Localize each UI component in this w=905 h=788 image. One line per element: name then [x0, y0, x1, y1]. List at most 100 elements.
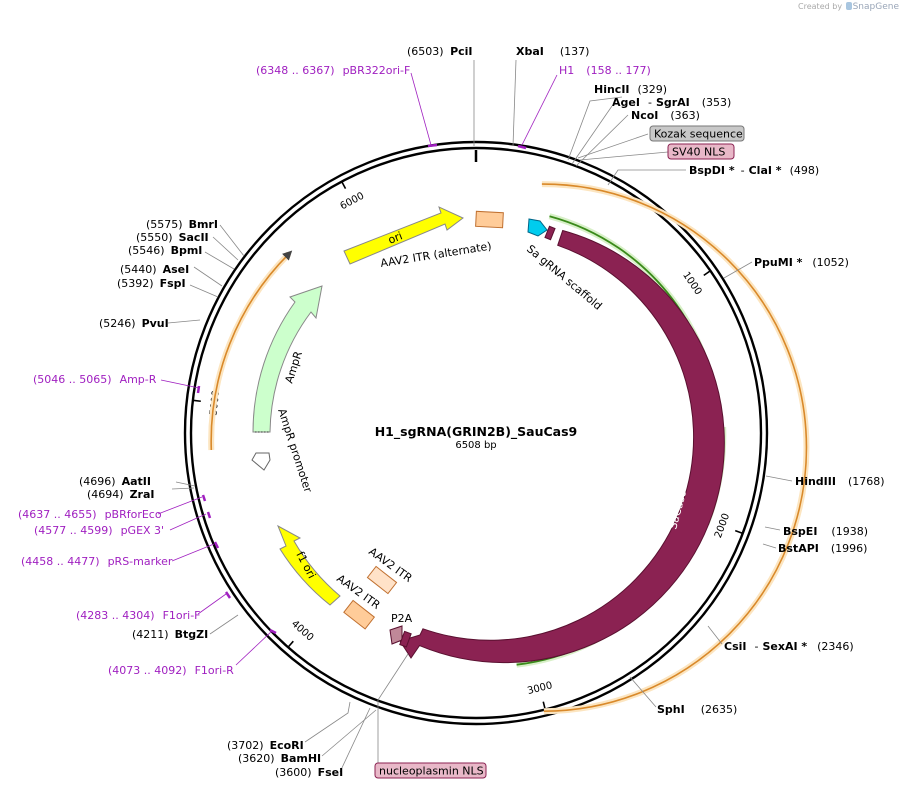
tick-mark	[287, 640, 294, 648]
tick-label: 2000	[713, 512, 732, 540]
enzyme-pos: (353)	[702, 96, 732, 109]
enzyme-pos: (1768)	[848, 475, 885, 488]
svg-text:SphI(2635): SphI (2635)	[657, 703, 737, 716]
tick-label: 3000	[526, 680, 553, 697]
enzyme-name: ZraI	[130, 488, 155, 501]
svg-text:(4211)BtgZI: (4211) BtgZI	[132, 628, 208, 641]
svg-text:BstAPI(1996): BstAPI(1996)	[778, 542, 867, 555]
primer-range: (4637 .. 4655)	[18, 508, 97, 521]
orange-track-left-line	[210, 250, 293, 451]
plasmid-backbone	[183, 140, 769, 726]
primer-range: (4577 .. 4599)	[34, 524, 113, 537]
enzyme-pos: (4211)	[132, 628, 169, 641]
primer-range: (4283 .. 4304)	[76, 609, 155, 622]
enzyme-pos: (2635)	[701, 703, 738, 716]
snapgene-credit: Created by SnapGene	[798, 2, 899, 12]
enzyme-pos: (498)	[790, 164, 820, 177]
enzyme-pos: (1938)	[831, 525, 868, 538]
plasmid-length: 6508 bp	[455, 440, 496, 451]
enzyme-pos: (1052)	[812, 256, 849, 269]
enzyme-pos: (4694)	[87, 488, 124, 501]
nucleoplasmin-mark	[399, 630, 412, 648]
enzyme-name: FseI	[318, 766, 344, 779]
primer-range: (6348 .. 6367)	[256, 64, 335, 77]
tick-mark	[341, 181, 347, 190]
svg-text:HincII(329): HincII(329)	[594, 83, 667, 96]
svg-text:NcoI(363): NcoI(363)	[631, 109, 700, 122]
svg-text:(4458 .. 4477)pRS-marker: (4458 .. 4477)pRS-marker	[21, 555, 173, 568]
kozak-sequence-label: Kozak sequence	[654, 128, 743, 141]
enzyme-name: BamHI	[281, 752, 322, 765]
primer-name: pBR322ori-F	[343, 64, 411, 77]
enzyme-name: BtgZI	[175, 628, 209, 641]
ori-label: ori	[386, 229, 404, 246]
enzyme-pos: (329)	[638, 83, 668, 96]
tick-label: 1000	[680, 270, 704, 297]
tick-mark	[192, 399, 201, 403]
enzyme-name: PpuMI *	[754, 256, 803, 269]
enzyme-pos: (5440)	[120, 263, 157, 276]
primer-name: Amp-R	[120, 373, 157, 386]
tick-label: 4000	[289, 619, 315, 644]
svg-text:(4694)ZraI: (4694) ZraI	[87, 488, 155, 501]
enzyme-pos: (5575)	[146, 218, 183, 231]
f1-ori-feature	[277, 524, 341, 606]
enzyme-name: BpmI	[171, 244, 203, 257]
enzyme-name: FspI	[160, 277, 186, 290]
sv40-nls-label: SV40 NLS	[672, 146, 725, 159]
svg-text:(5392)FspI: (5392)FspI	[117, 277, 186, 290]
enzyme-sep: -	[754, 640, 758, 653]
credit-prefix: Created by	[798, 2, 843, 11]
enzyme-name: NcoI	[631, 109, 658, 122]
enzyme-name: AatII	[122, 475, 151, 488]
tick-label: 6000	[339, 191, 367, 213]
tick-mark	[703, 270, 711, 277]
primer-labels: (6348 .. 6367)pBR322ori-F H1(158 .. 177)…	[18, 64, 651, 677]
svg-text:(5550)SacII: (5550) SacII	[136, 231, 209, 244]
svg-text:(5440)AseI: (5440) AseI	[120, 263, 189, 276]
primer-range: (158 .. 177)	[586, 64, 651, 77]
enzyme-pos: (5550)	[136, 231, 173, 244]
enzyme-name: SphI	[657, 703, 685, 716]
svg-text:BspEI(1938): BspEI(1938)	[783, 525, 868, 538]
plasmid-title: H1_sgRNA(GRIN2B)_SauCas9	[375, 424, 578, 440]
orange-track-right-line	[541, 183, 808, 712]
svg-text:(5546)BpmI: (5546)BpmI	[128, 244, 202, 257]
enzyme-name: CsiI	[724, 640, 746, 653]
enzyme-name: BmrI	[189, 218, 218, 231]
svg-text:(5246)PvuI: (5246)PvuI	[99, 317, 169, 330]
svg-text:(4696)AatII: (4696)AatII	[79, 475, 151, 488]
primer-name: pGEX 3'	[121, 524, 165, 537]
svg-text:(3600)FseI: (3600) FseI	[275, 766, 343, 779]
svg-text:(5046 .. 5065)Amp-R: (5046 .. 5065)Amp-R	[33, 373, 157, 386]
aav2-itr-feature-2	[366, 565, 398, 595]
tick-mark	[542, 701, 546, 710]
enzyme-pos: (3600)	[275, 766, 312, 779]
enzyme-sep: -	[648, 96, 652, 109]
svg-text:XbaI(137): XbaI(137)	[516, 45, 589, 58]
boxed-feature-labels: Kozak sequence SV40 NLS nucleoplasmin NL…	[374, 125, 745, 779]
svg-text:BspDI *-ClaI *(498): BspDI *-ClaI *(498)	[689, 164, 819, 177]
snapgene-logo-icon	[845, 2, 852, 10]
svg-text:(6503) PciI: (6503) PciI	[407, 45, 473, 58]
svg-text:(4283 .. 4304)F1ori-F: (4283 .. 4304)F1ori-F	[76, 609, 201, 622]
svg-text:(3620)BamHI: (3620)BamHI	[238, 752, 321, 765]
enzyme-name: SacII	[179, 231, 209, 244]
enzyme-name: AseI	[163, 263, 190, 276]
ampr-promoter-feature	[251, 452, 271, 471]
primer-range: (4073 .. 4092)	[108, 664, 187, 677]
enzyme-name: SgrAI	[656, 96, 690, 109]
aav2-itr-alternate-feature	[475, 210, 504, 229]
enzyme-pos: (5246)	[99, 317, 136, 330]
enzyme-name: BspDI *	[689, 164, 735, 177]
sacas9-feature	[399, 229, 725, 664]
svg-text:(4637 .. 4655)pBRforEco: (4637 .. 4655) pBRforEco	[18, 508, 162, 521]
primer-name: pBRforEco	[105, 508, 162, 521]
enzyme-pos: (6503)	[407, 45, 444, 58]
enzyme-leader-lines	[167, 59, 793, 773]
svg-text:AgeI-SgrAI(353): AgeI-SgrAI(353)	[612, 96, 731, 109]
enzyme-name: PciI	[450, 45, 472, 58]
primer-name: pRS-marker	[108, 555, 173, 568]
svg-text:PpuMI *(1052): PpuMI * (1052)	[754, 256, 849, 269]
